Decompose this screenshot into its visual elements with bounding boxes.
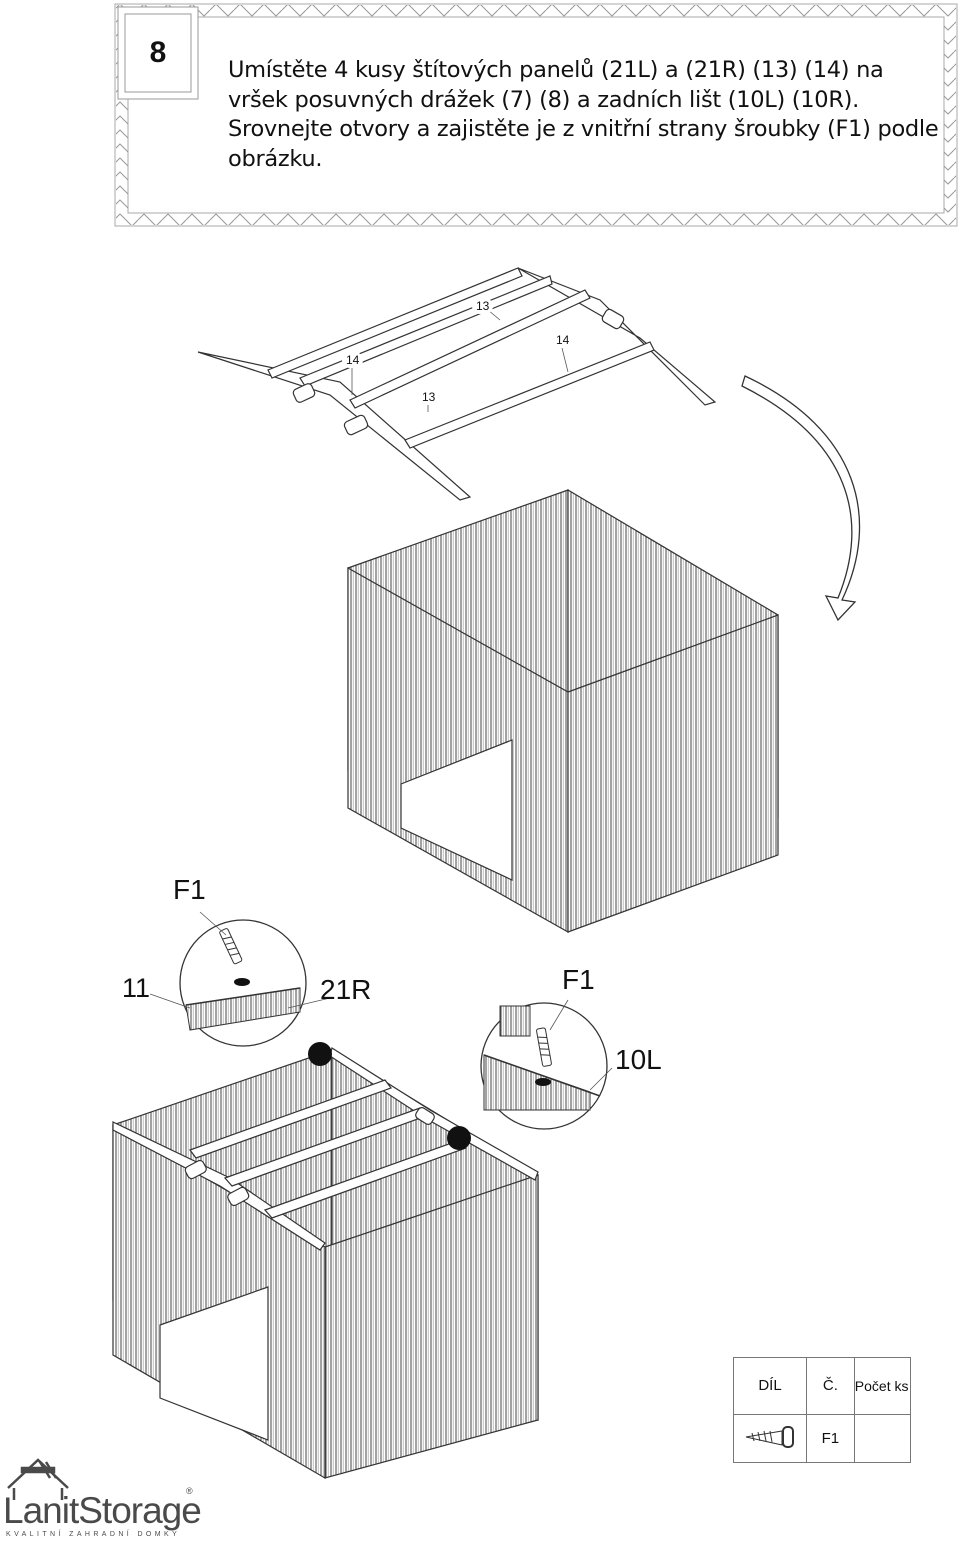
brand-registered-mark: ® xyxy=(186,1486,193,1496)
parts-table-cell-code: F1 xyxy=(806,1413,855,1464)
brand-logo-house xyxy=(7,1458,69,1500)
screw-point-marker-left xyxy=(308,1042,332,1066)
step-instruction: Umístěte 4 kusy štítových panelů (21L) a… xyxy=(228,57,939,172)
parts-table-cell-qty xyxy=(853,1413,912,1464)
callout-13-top: 13 xyxy=(472,298,494,314)
screw-point-marker-right xyxy=(447,1126,471,1150)
detail-circle-left xyxy=(149,911,331,1047)
parts-table: DÍL Č. Počet ks F1 xyxy=(733,1357,912,1464)
detail-right-part-label: 10L xyxy=(615,1044,662,1075)
detail-left-part-b-label: 21R xyxy=(320,974,372,1005)
placement-arrow xyxy=(741,375,861,622)
roof-frame-exploded xyxy=(197,267,717,501)
detail-right-screw-label: F1 xyxy=(562,964,595,995)
parts-table-cell-icon xyxy=(733,1413,807,1464)
callout-14-left: 14 xyxy=(342,352,364,368)
callout-13-bottom: 13 xyxy=(418,389,440,405)
parts-table-header-code: Č. xyxy=(806,1357,855,1415)
screw-icon xyxy=(536,1027,552,1067)
shed-assembled xyxy=(112,1048,539,1480)
header-frame xyxy=(114,3,958,227)
screw-icon xyxy=(219,928,243,965)
parts-table-header-part: DÍL xyxy=(733,1357,807,1415)
step-number: 8 xyxy=(149,36,167,69)
brand-tagline: KVALITNÍ ZAHRADNÍ DOMKY xyxy=(6,1531,181,1538)
shed-walls-upper xyxy=(347,488,779,934)
callout-14-right: 14 xyxy=(552,332,574,348)
roof-frame-installed xyxy=(112,1047,539,1251)
step-number-box: 8 xyxy=(117,6,199,100)
detail-circle-right xyxy=(480,999,613,1130)
detail-left-part-a-label: 11 xyxy=(122,973,151,1003)
parts-table-header-qty: Počet ks xyxy=(853,1357,912,1415)
detail-left-screw-label: F1 xyxy=(173,874,206,905)
brand-name: LanitStorage xyxy=(3,1490,202,1531)
